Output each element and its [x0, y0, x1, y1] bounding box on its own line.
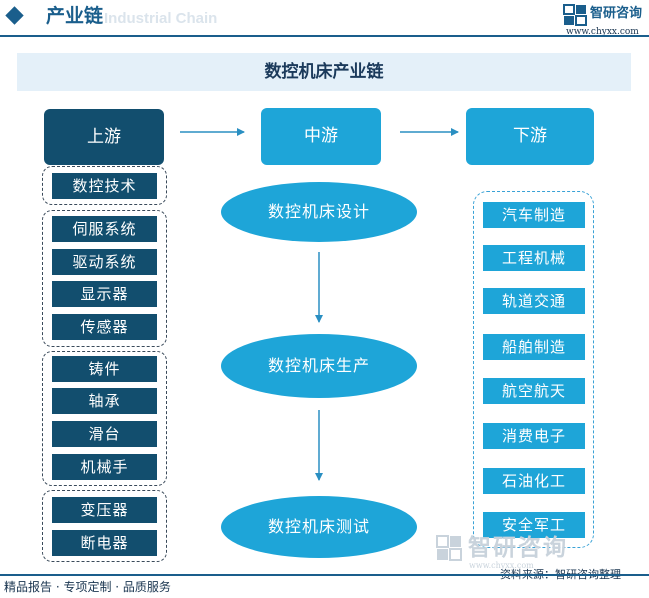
page-title: 产业链: [46, 5, 104, 27]
upstream-item: 机械手: [52, 454, 157, 480]
downstream-item: 石油化工: [483, 468, 585, 494]
upstream-item: 断电器: [52, 530, 157, 556]
midstream-step-production: 数控机床生产: [221, 334, 417, 398]
upstream-item: 伺服系统: [52, 216, 157, 242]
upstream-item: 传感器: [52, 314, 157, 340]
logo-text: 智研咨询: [590, 6, 643, 21]
footer-divider: [0, 574, 649, 576]
header-watermark: Industrial Chain: [104, 10, 218, 27]
upstream-group-mechanical: [42, 351, 167, 486]
stage-upstream: 上游: [44, 109, 164, 165]
upstream-item: 数控技术: [52, 173, 157, 199]
stage-downstream: 下游: [466, 108, 594, 165]
downstream-item: 航空航天: [483, 378, 585, 404]
midstream-step-design: 数控机床设计: [221, 182, 417, 242]
upstream-item: 显示器: [52, 281, 157, 307]
upstream-group-electrical: [42, 490, 167, 562]
title-band: [17, 53, 631, 91]
downstream-item: 安全军工: [483, 512, 585, 538]
header-divider: [0, 35, 649, 37]
upstream-item: 滑台: [52, 421, 157, 447]
downstream-item: 消费电子: [483, 423, 585, 449]
downstream-item: 船舶制造: [483, 334, 585, 360]
logo-url: www.chyxx.com: [566, 27, 639, 37]
upstream-item: 驱动系统: [52, 249, 157, 275]
downstream-item: 轨道交通: [483, 288, 585, 314]
midstream-step-testing: 数控机床测试: [221, 496, 417, 558]
upstream-group-electronics: [42, 210, 167, 347]
footer-watermark-url: www.chyxx.com: [469, 561, 534, 570]
logo-icon: [563, 4, 587, 26]
upstream-item: 变压器: [52, 497, 157, 523]
stage-midstream: 中游: [261, 108, 381, 165]
footer-watermark-icon: [436, 535, 462, 561]
upstream-item: 轴承: [52, 388, 157, 414]
footer-watermark: 智研咨询: [468, 535, 568, 561]
upstream-group-technology: [42, 166, 167, 205]
upstream-item: 铸件: [52, 356, 157, 382]
diagram-title: 数控机床产业链: [264, 62, 384, 82]
downstream-item: 汽车制造: [483, 202, 585, 228]
downstream-item: 工程机械: [483, 245, 585, 271]
downstream-group: [473, 191, 594, 548]
footer-slogan: 精品报告 · 专项定制 · 品质服务: [4, 580, 171, 594]
